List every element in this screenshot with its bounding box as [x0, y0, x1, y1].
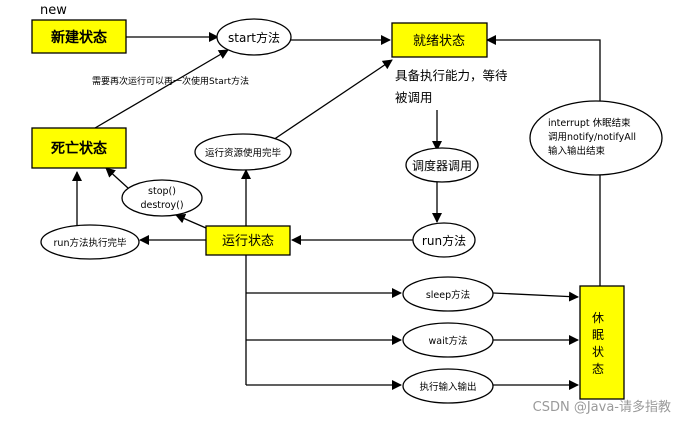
- sleeping-state-char-2: 眠: [592, 328, 604, 342]
- ready-note-line-1: 具备执行能力，等待: [395, 68, 508, 83]
- wait-method-ellipse: [402, 322, 494, 358]
- dead-state-label: 死亡状态: [50, 140, 107, 157]
- dead-state-box: [31, 127, 127, 169]
- resources-done-ellipse: [194, 133, 292, 171]
- scheduler-call-label: 调度器调用: [412, 158, 472, 173]
- stop-label: stop(): [148, 186, 176, 197]
- sleep-method-ellipse: [402, 276, 494, 312]
- ready-note-line-2: 被调用: [395, 90, 433, 105]
- sleeping-state-box: [579, 285, 625, 400]
- start-method-ellipse: [216, 18, 292, 56]
- io-exec-label: 执行输入输出: [419, 381, 476, 393]
- io-exec-ellipse: [402, 368, 494, 404]
- stop-destroy-ellipse: [121, 179, 203, 217]
- destroy-label: destroy(): [140, 200, 183, 211]
- running-state-box: [205, 225, 291, 256]
- arrow-dead-to-start: [94, 49, 229, 129]
- arrow-running-to-stop: [175, 213, 207, 229]
- sleep-method-label: sleep方法: [426, 289, 470, 301]
- arrow-stop-to-dead: [105, 167, 129, 189]
- connectors: [72, 32, 601, 390]
- wake-line-3: 输入输出结束: [548, 145, 606, 157]
- start-method-label: start方法: [228, 30, 280, 45]
- new-label: new: [40, 3, 67, 18]
- run-done-ellipse: [40, 224, 140, 260]
- watermark: CSDN @Java-请多指教: [533, 399, 671, 415]
- ready-state-label: 就绪状态: [413, 34, 465, 49]
- wake-line-1: interrupt 休眠结束: [548, 117, 631, 129]
- wake-line-2: 调用notify/notifyAll: [548, 132, 636, 143]
- sleeping-state-char-3: 状: [592, 345, 604, 359]
- new-state-label: 新建状态: [51, 29, 107, 46]
- arrow-sleep-to-sleeping: [492, 291, 579, 302]
- new-state-box: [31, 19, 127, 54]
- wait-method-label: wait方法: [429, 335, 468, 347]
- resources-done-label: 运行资源使用完毕: [205, 147, 282, 159]
- sleeping-state-char-1: 休: [592, 311, 604, 325]
- arrow-resources-to-ready: [269, 59, 393, 143]
- run-method-label: run方法: [422, 233, 466, 248]
- ready-state-box: [391, 22, 488, 58]
- run-done-label: run方法执行完毕: [54, 237, 127, 249]
- sleeping-state-char-4: 态: [592, 362, 604, 376]
- running-state-label: 运行状态: [222, 234, 274, 249]
- run-method-ellipse: [412, 222, 476, 258]
- arrow-sleeping-to-ready: [486, 35, 601, 286]
- wake-conditions-ellipse: [529, 100, 663, 176]
- scheduler-call-ellipse: [405, 147, 479, 183]
- restart-note: 需要再次运行可以再一次使用Start方法: [92, 75, 249, 87]
